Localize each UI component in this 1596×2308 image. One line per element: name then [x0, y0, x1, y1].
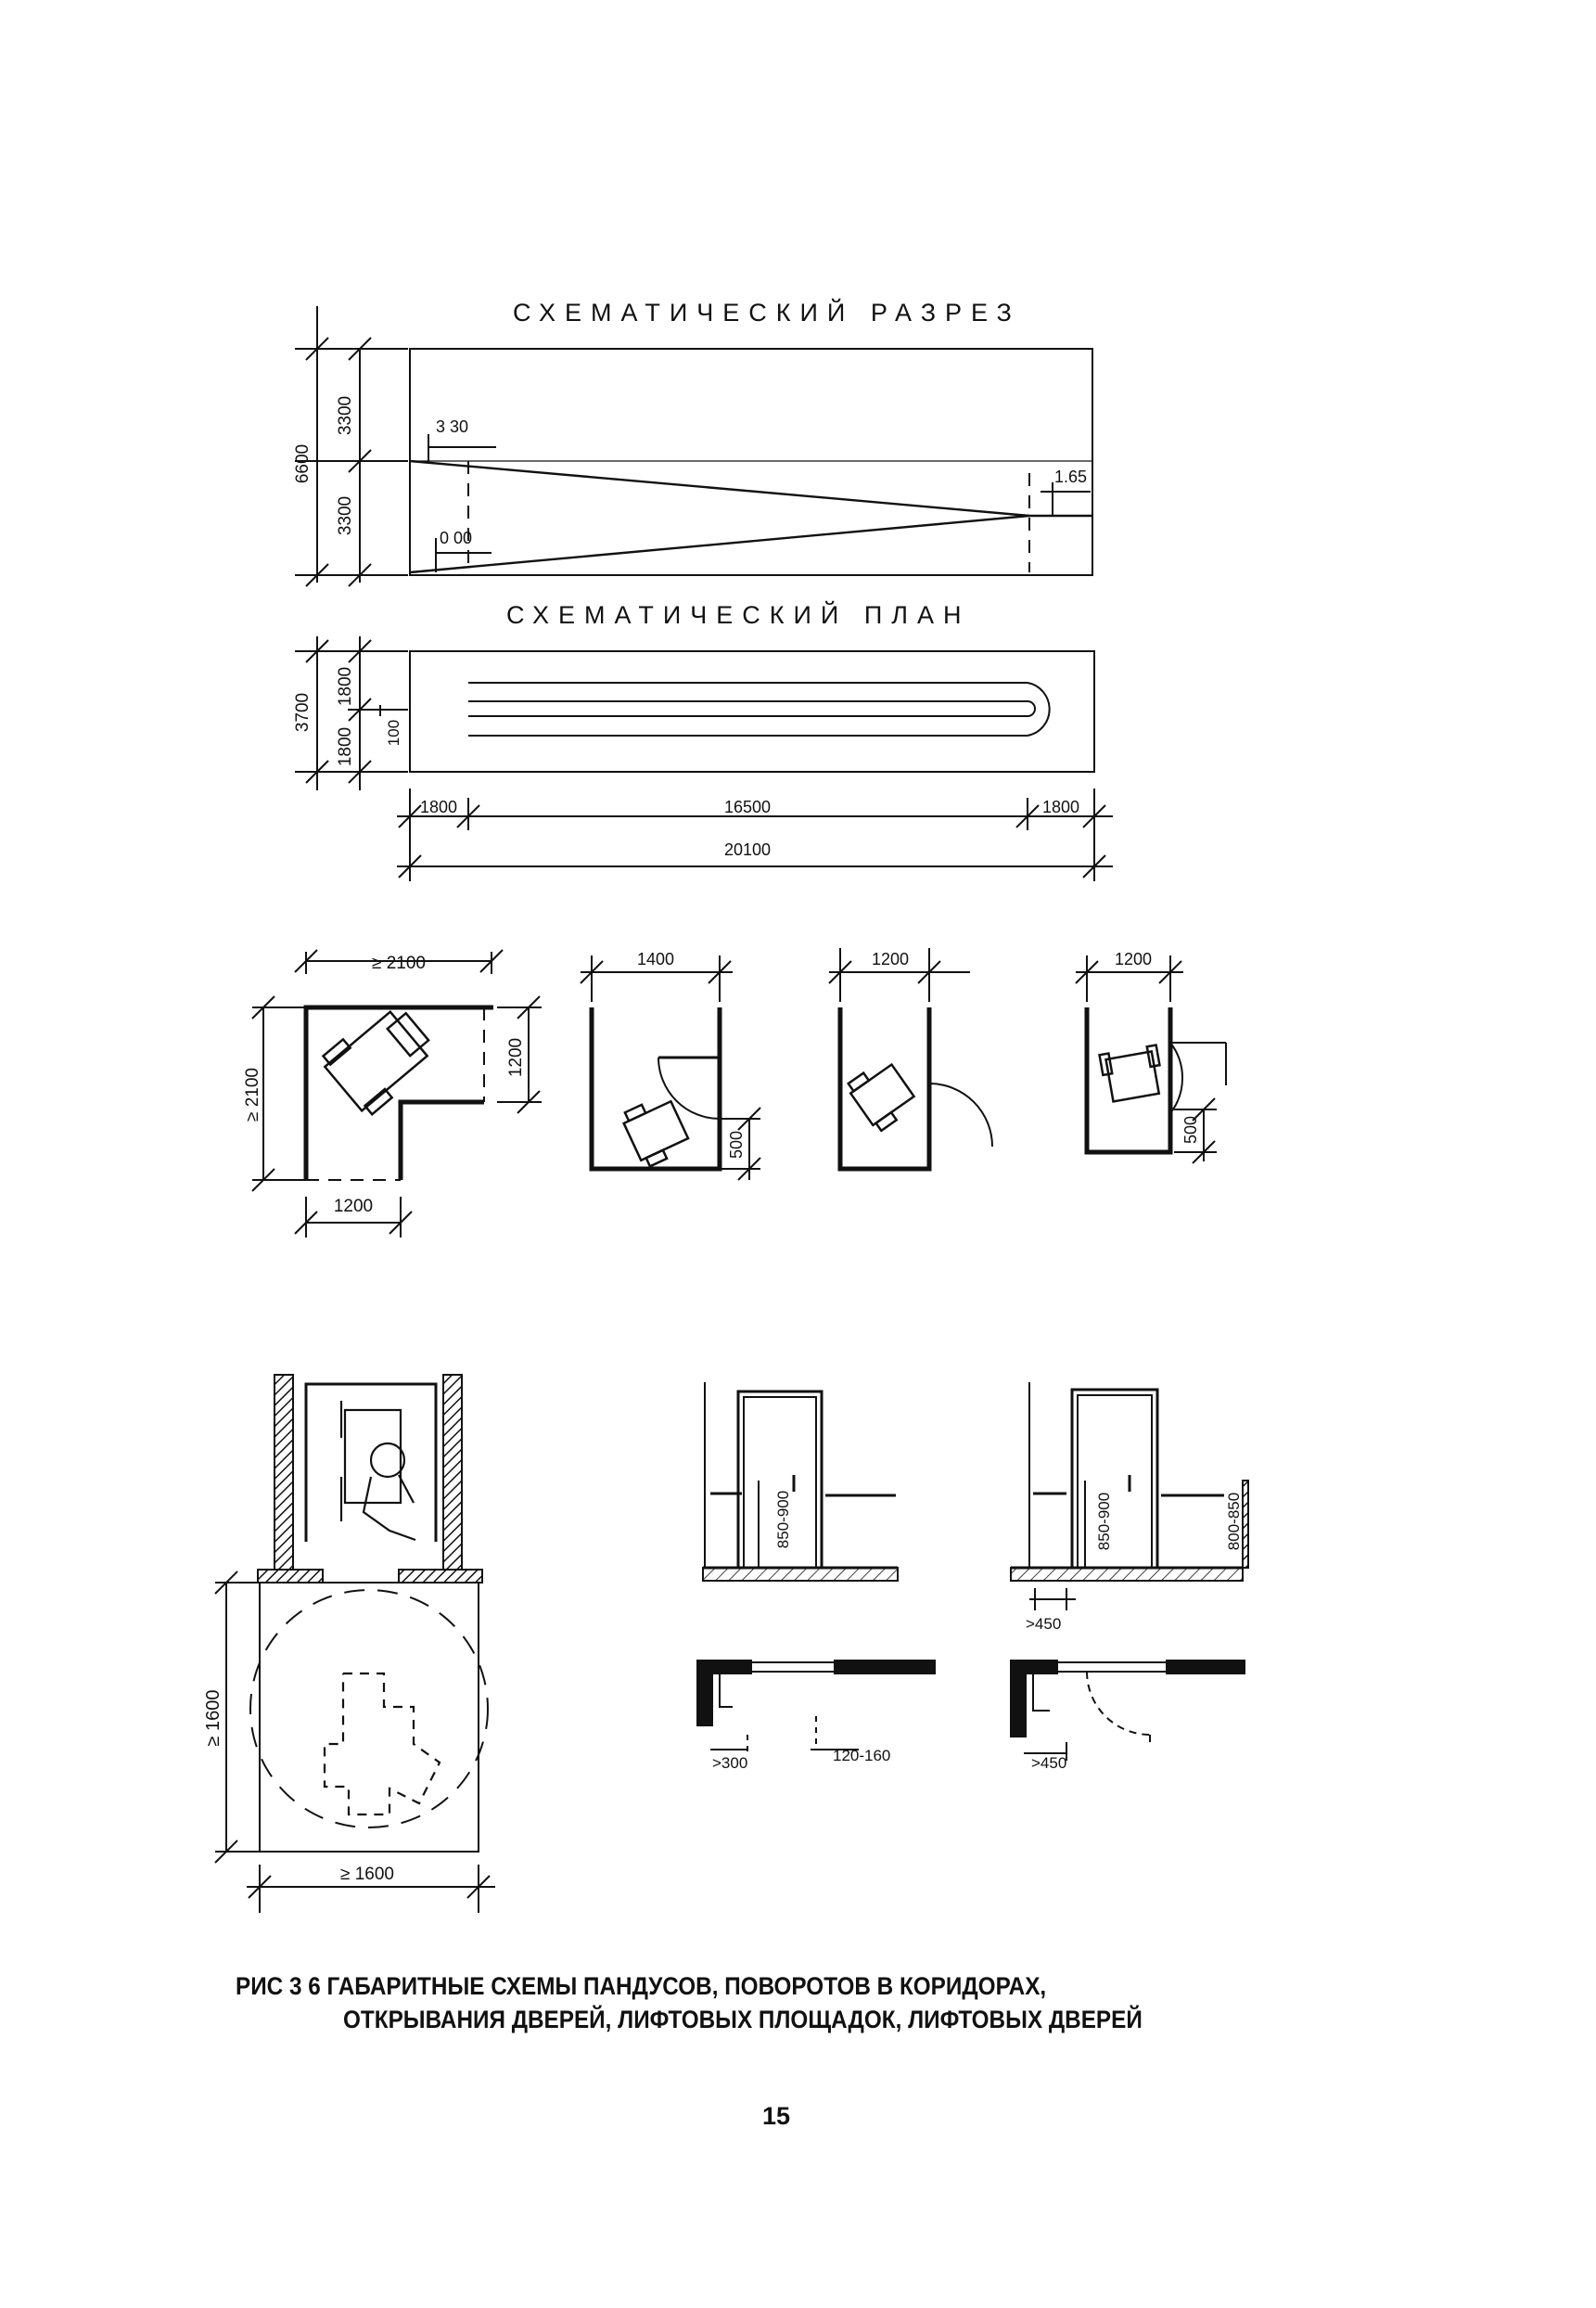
- plan-title: СХЕМАТИЧЕСКИЙ ПЛАН: [506, 601, 971, 629]
- level-label-bottom: 0 00: [440, 529, 472, 547]
- lift-shaft-wall-left: [274, 1374, 294, 1571]
- turning-circle: [249, 1589, 489, 1828]
- corridor-inner-wall: [398, 1099, 484, 1180]
- dim-1800-left: 1800: [420, 798, 457, 816]
- corridor-dim-right: 1200: [506, 1038, 526, 1077]
- lift-shaft-wall-right: [442, 1374, 463, 1571]
- door3-swing: [1169, 1042, 1183, 1114]
- corridor-dim-left: ≥ 2100: [243, 1068, 262, 1122]
- page-number: 15: [762, 2102, 791, 2130]
- dim-100: 100: [385, 720, 402, 746]
- dim-3300-lower: 3300: [336, 496, 355, 535]
- door1-dim-top: 1400: [637, 950, 674, 968]
- door1-dim-side: 500: [727, 1131, 746, 1159]
- lift-door-elevation-2: [1010, 1382, 1249, 1610]
- level-label-mid: 1.65: [1054, 468, 1087, 486]
- handle-height-2: 850-900: [1095, 1493, 1113, 1550]
- plan2-offset: >450: [1031, 1754, 1066, 1772]
- lift-door-plan-2: [1010, 1660, 1245, 1761]
- door3-walls: [1084, 1007, 1173, 1155]
- door-turn-3: [1075, 955, 1227, 1164]
- landing-dim-width: ≥ 1600: [340, 1865, 394, 1884]
- door-turn-1: [580, 955, 761, 1181]
- door2-walls: [837, 1007, 932, 1172]
- rail-height: 800-850: [1225, 1493, 1243, 1550]
- handrail-turn-inner: [1027, 700, 1036, 717]
- door1-walls: [589, 1007, 722, 1172]
- dim-1800-right: 1800: [1042, 798, 1079, 816]
- door2-offset: >450: [1026, 1615, 1061, 1633]
- ramp-section: [295, 306, 1093, 587]
- wheelchair-dashed-icon: [323, 1672, 441, 1816]
- dim-1800-bottom: 1800: [336, 727, 355, 766]
- ramp-lower-flight: [409, 514, 1030, 574]
- figure-caption-line1: РИС 3 6 ГАБАРИТНЫЕ СХЕМЫ ПАНДУСОВ, ПОВОР…: [236, 1972, 1047, 2000]
- door3-dim-side: 500: [1181, 1116, 1200, 1144]
- plan-frame: [409, 650, 1095, 773]
- section-title: СХЕМАТИЧЕСКИЙ РАЗРЕЗ: [513, 299, 1021, 327]
- corridor-turn: [251, 949, 542, 1237]
- door3-dim-top: 1200: [1115, 950, 1152, 968]
- lift-landing-area: [259, 1582, 479, 1853]
- floor-hatch-1: [702, 1567, 899, 1582]
- handle-height-1: 850-900: [774, 1491, 792, 1548]
- figure-caption-line2: ОТКРЫВАНИЯ ДВЕРЕЙ, ЛИФТОВЫХ ПЛОЩАДОК, ЛИ…: [343, 2006, 1143, 2033]
- lift-car: [304, 1382, 438, 1542]
- corridor-dim-top: ≥ 2100: [372, 954, 426, 973]
- corridor-dim-bottom: 1200: [334, 1197, 373, 1216]
- plan1-offset-right: 120-160: [833, 1747, 890, 1764]
- level-label-top: 3 30: [436, 417, 468, 436]
- dim-3700: 3700: [293, 693, 313, 732]
- dim-16500: 16500: [724, 798, 771, 816]
- dim-1800-top: 1800: [336, 667, 355, 706]
- wheelchair-user-icon: [339, 1401, 416, 1542]
- dim-20100: 20100: [724, 840, 771, 859]
- floor-hatch-2: [1010, 1567, 1244, 1582]
- door1-swing: [658, 1057, 721, 1120]
- ramp-upper-flight: [409, 459, 1030, 518]
- lift-landing: [214, 1374, 495, 1913]
- handrail-turn-outer: [1027, 682, 1051, 737]
- plan1-offset-left: >300: [712, 1754, 747, 1772]
- wheelchair-icon-door1: [622, 1099, 690, 1168]
- wheelchair-icon: [321, 1010, 430, 1116]
- lift-door-plan-1: [696, 1660, 936, 1753]
- dim-6600: 6600: [293, 444, 313, 483]
- ramp-plan: [295, 636, 1113, 881]
- lift-door-elevation-1: [702, 1382, 899, 1582]
- door-turn-2: [828, 948, 993, 1172]
- wheelchair-icon-door2: [847, 1062, 916, 1133]
- door2-swing: [928, 1083, 993, 1148]
- wheelchair-icon-door3: [1098, 1044, 1161, 1103]
- door2-dim-top: 1200: [872, 950, 909, 968]
- dim-3300-upper: 3300: [336, 396, 355, 435]
- landing-dim-height: ≥ 1600: [203, 1689, 223, 1746]
